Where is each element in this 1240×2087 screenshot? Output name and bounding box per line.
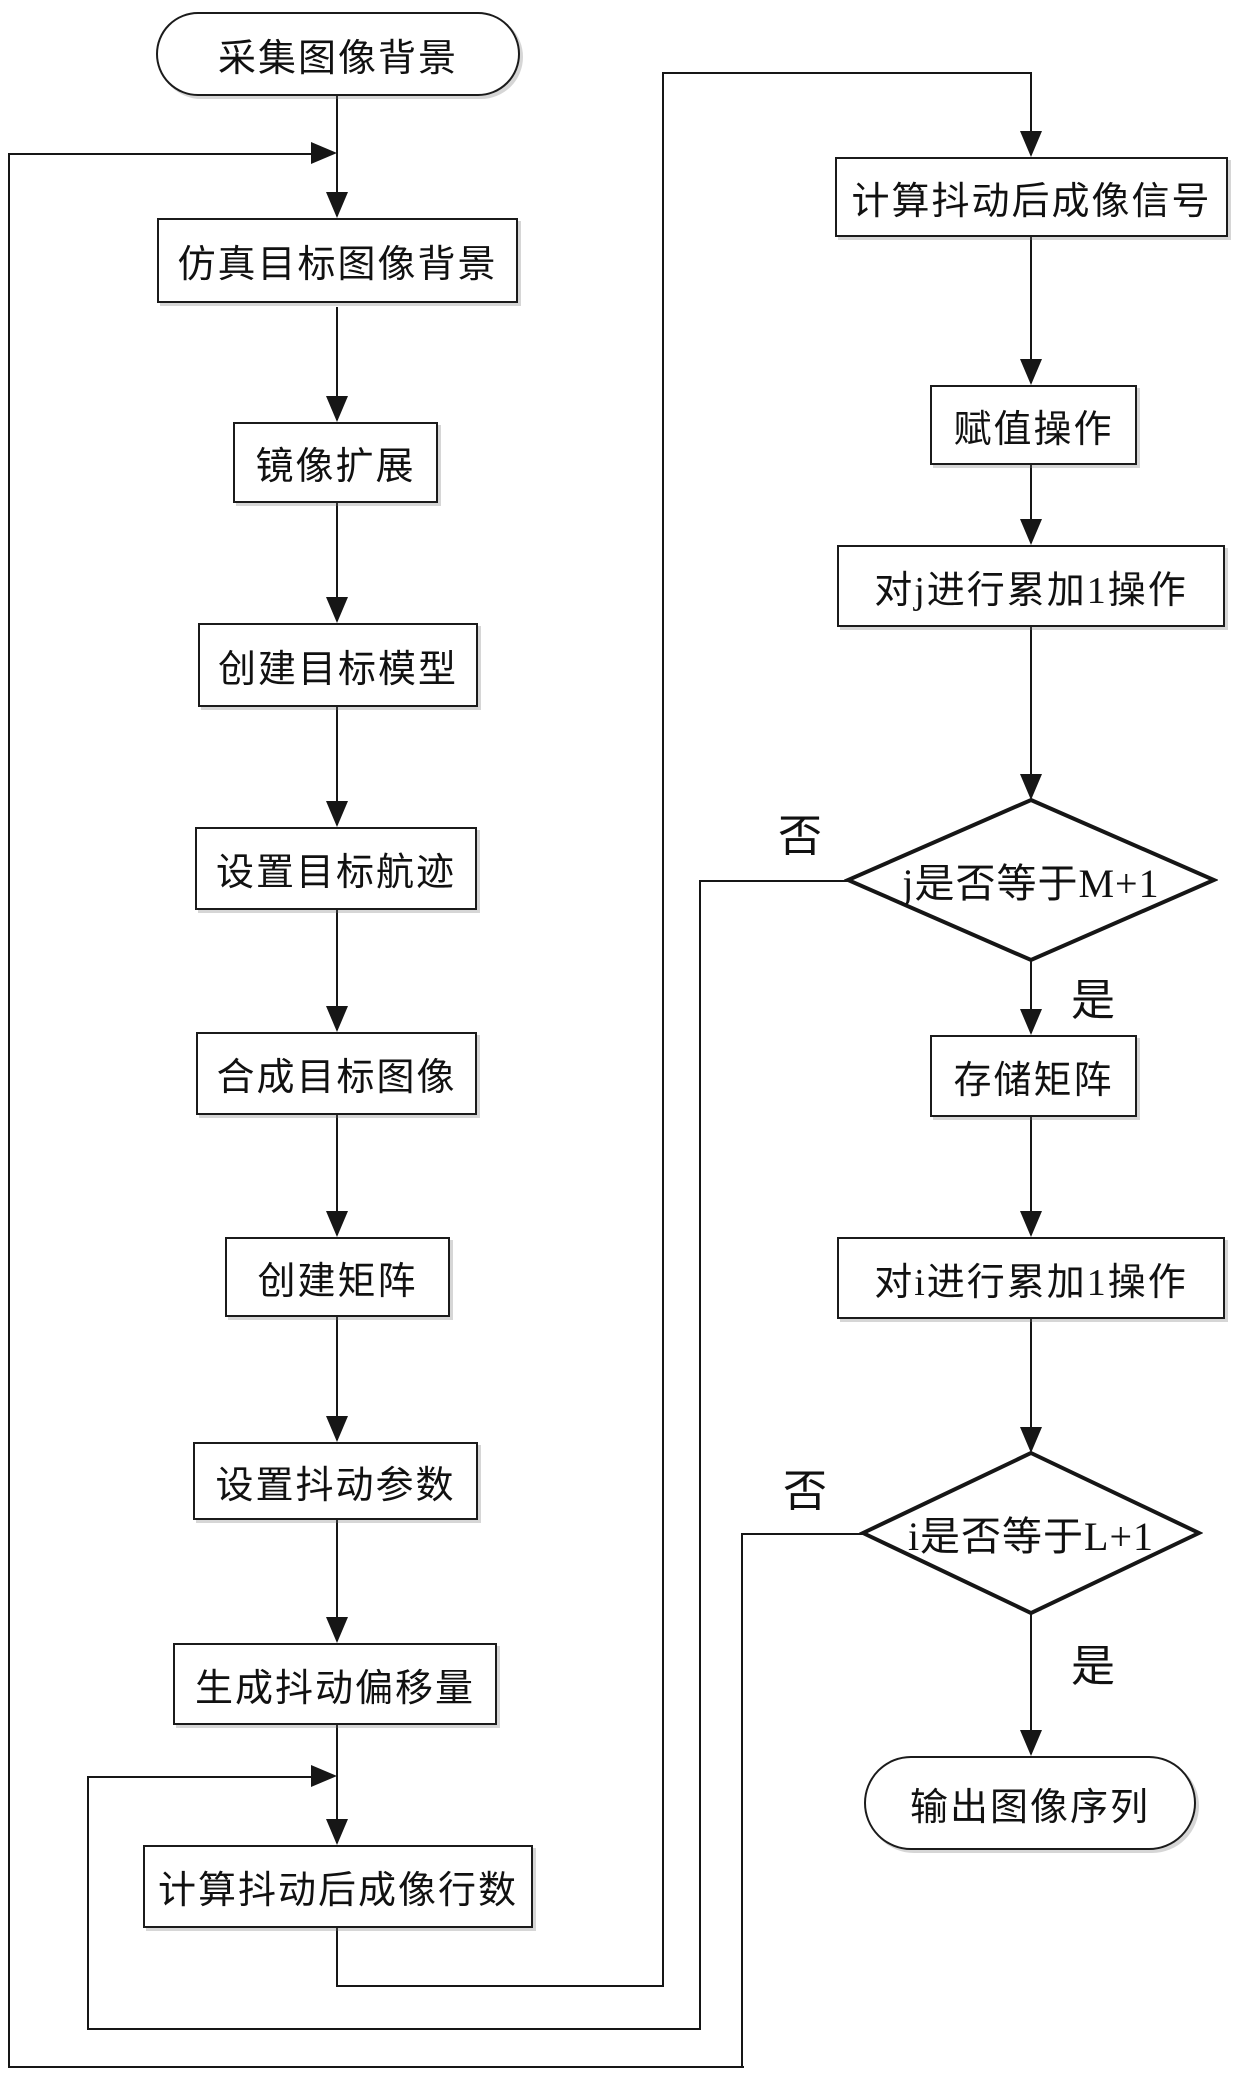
node-assign-operation: 赋值操作 [930,385,1137,465]
branch-no-label-j: 否 [770,806,830,861]
flow-line-checkj-no-exit [699,880,850,882]
node-increment-i: 对i进行累加1操作 [837,1237,1225,1319]
node-create-target-model: 创建目标模型 [198,623,478,707]
arrowhead-into-store [1020,1009,1042,1035]
arrowhead-into-assign [1020,359,1042,385]
flow-line-synth-to-matrix [336,1115,338,1235]
arrowhead-into-calcrows [326,1819,348,1845]
node-output-label: 输出图像序列 [909,1786,1150,1829]
flow-line-incj-to-checkj [1030,627,1032,778]
branch-yes-label-i: 是 [1063,1636,1123,1691]
arrowhead-into-jitter [326,1416,348,1442]
branch-no-label-i: 否 [775,1461,835,1516]
arrowhead-into-output [1020,1730,1042,1756]
flow-line-riser-to-calcsignal [662,72,1032,74]
node-calc-imaging-rows-label: 计算抖动后成像行数 [157,1870,518,1912]
node-output-terminator: 输出图像序列 [864,1756,1196,1850]
flow-line-inner-loop-return [87,1776,320,1778]
node-set-jitter-params: 设置抖动参数 [193,1442,478,1520]
flow-line-inner-loop-riser [87,1776,89,2030]
flow-line-outer-loop-riser [8,153,10,2068]
node-set-target-track: 设置目标航迹 [195,827,477,910]
node-calc-imaging-rows: 计算抖动后成像行数 [143,1845,533,1928]
flow-line-calcrows-to-riser [336,1985,664,1987]
arrowhead-into-mirror [326,396,348,422]
node-simulate-background-label: 仿真目标图像背景 [177,244,498,286]
decision-i-equals-l-plus-1 [859,1449,1203,1617]
arrowhead-into-inci [1020,1211,1042,1237]
arrowhead-into-synth [326,1006,348,1032]
diamond-shape [844,797,1218,963]
arrowhead-into-model [326,597,348,623]
arrowhead-into-offset [326,1617,348,1643]
arrowhead-into-incj [1020,519,1042,545]
flow-line-inner-loop-bottom [87,2028,701,2030]
node-synthesize-target-image: 合成目标图像 [196,1032,477,1115]
diamond-shape [859,1450,1203,1616]
flow-line-simbg-to-mirror [336,307,338,420]
flow-line-checki-yes-to-output [1030,1613,1032,1754]
node-increment-i-label: 对i进行累加1操作 [874,1261,1188,1304]
flow-line-mirror-to-model [336,503,338,621]
node-create-target-model-label: 创建目标模型 [217,648,458,691]
arrowhead-outer-loop-join [311,142,337,164]
flow-line-store-to-inci [1030,1117,1032,1235]
flow-line-outer-loop-bottom [8,2066,744,2068]
arrowhead-into-checkj [1020,774,1042,800]
arrowhead-into-matrix [326,1211,348,1237]
node-set-target-track-label: 设置目标航迹 [215,852,456,894]
node-mirror-extend-label: 镜像扩展 [255,446,416,488]
flow-line-inci-to-checki [1030,1319,1032,1451]
node-set-jitter-params-label: 设置抖动参数 [215,1464,456,1507]
decision-j-label: j是否等于M+1 [902,861,1160,906]
node-create-matrix-label: 创建矩阵 [257,1260,418,1303]
node-calc-imaging-signal: 计算抖动后成像信号 [835,157,1228,237]
node-start-terminator: 采集图像背景 [156,12,520,96]
node-calc-imaging-signal-label: 计算抖动后成像信号 [851,180,1212,223]
flow-line-model-to-track [336,707,338,825]
node-simulate-background: 仿真目标图像背景 [157,218,518,303]
node-generate-jitter-offset-label: 生成抖动偏移量 [194,1667,475,1710]
arrowhead-inner-loop-join [311,1765,337,1787]
flow-line-checki-no-exit [741,1533,865,1535]
flow-line-outer-loop-return [8,153,320,155]
flow-line-start-to-simbg [336,95,338,216]
node-increment-j: 对j进行累加1操作 [837,545,1225,627]
flow-line-riser-column [662,72,664,1987]
flow-line-checkj-yes-to-store [1030,960,1032,1033]
flow-line-into-calcsignal [1030,72,1032,155]
arrowhead-into-simbg [326,192,348,218]
arrowhead-into-checki [1020,1427,1042,1453]
node-assign-operation-label: 赋值操作 [953,408,1114,451]
flow-line-checki-no-drop [741,1533,743,2068]
flow-line-calcsignal-to-assign [1030,237,1032,383]
flow-line-checkj-no-drop [699,880,701,2030]
branch-yes-label-j: 是 [1063,970,1123,1025]
node-start-label: 采集图像背景 [217,37,458,80]
flow-line-track-to-synth [336,910,338,1030]
decision-j-equals-m-plus-1 [844,796,1218,964]
flow-line-assign-to-incj [1030,465,1032,543]
node-store-matrix-label: 存储矩阵 [953,1059,1114,1102]
node-synthesize-target-image-label: 合成目标图像 [216,1057,457,1099]
arrowhead-into-calcsignal [1020,131,1042,157]
node-mirror-extend: 镜像扩展 [233,422,438,503]
flow-line-offset-to-calcrows [336,1725,338,1843]
arrowhead-into-track [326,801,348,827]
node-increment-j-label: 对j进行累加1操作 [874,569,1188,612]
decision-i-label: i是否等于L+1 [907,1514,1155,1559]
node-generate-jitter-offset: 生成抖动偏移量 [173,1643,497,1725]
flow-line-calcrows-down [336,1928,338,1987]
flow-line-jitter-to-offset [336,1520,338,1641]
flow-line-matrix-to-jitter [336,1317,338,1440]
node-create-matrix: 创建矩阵 [225,1237,450,1317]
node-store-matrix: 存储矩阵 [930,1035,1137,1117]
